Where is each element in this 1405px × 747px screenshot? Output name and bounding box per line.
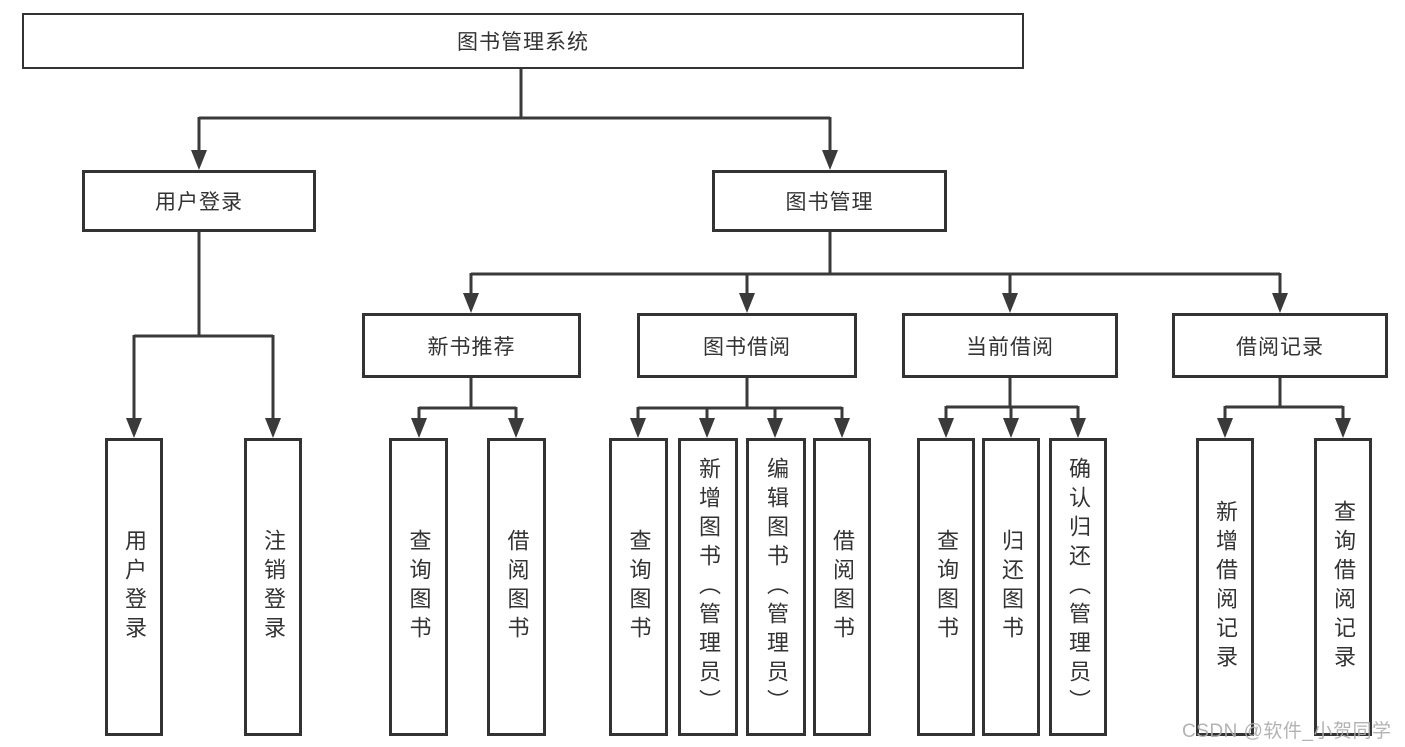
leaf-edit-book-admin: 编辑图书（管理员） xyxy=(746,438,806,736)
leaf-return-books: 归还图书 xyxy=(982,438,1040,736)
leaf-borrow-books-recommend: 借阅图书 xyxy=(487,438,546,736)
leaf-query-books-recommend: 查询图书 xyxy=(389,438,448,736)
node-current-borrowing: 当前借阅 xyxy=(902,313,1118,378)
node-borrowing-records: 借阅记录 xyxy=(1172,313,1388,378)
leaf-user-login: 用户登录 xyxy=(105,438,163,736)
leaf-query-books-borrowing: 查询图书 xyxy=(609,438,668,736)
node-new-book-recommendation: 新书推荐 xyxy=(362,313,581,378)
node-book-borrowing: 图书借阅 xyxy=(637,313,857,378)
node-user-login: 用户登录 xyxy=(82,170,316,232)
leaf-logout: 注销登录 xyxy=(244,438,302,736)
csdn-watermark: CSDN @软件_小贺同学 xyxy=(1182,721,1392,742)
arrowheads xyxy=(126,150,1351,438)
leaf-query-books-current: 查询图书 xyxy=(917,438,975,736)
node-library-management-system: 图书管理系统 xyxy=(22,13,1024,69)
leaf-borrow-books-borrowing: 借阅图书 xyxy=(813,438,871,736)
leaf-add-book-admin: 新增图书（管理员） xyxy=(678,438,738,736)
leaf-add-borrow-record: 新增借阅记录 xyxy=(1196,438,1254,736)
node-book-management: 图书管理 xyxy=(712,170,947,232)
leaf-confirm-return-admin: 确认归还（管理员） xyxy=(1049,438,1107,736)
leaf-query-borrow-record: 查询借阅记录 xyxy=(1314,438,1372,736)
